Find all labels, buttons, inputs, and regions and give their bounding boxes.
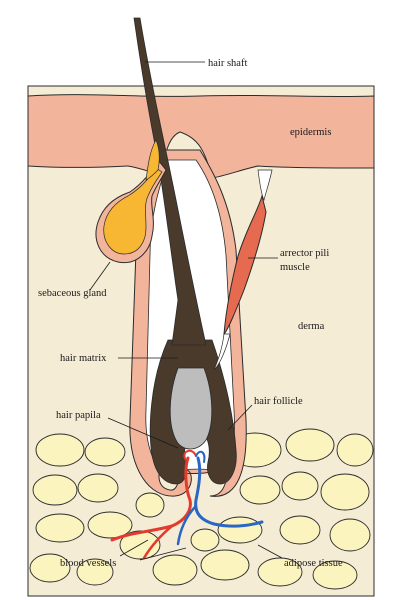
fat-cell [35, 433, 85, 467]
fat-cell [281, 471, 319, 501]
vein [194, 456, 264, 528]
leader-hair-papila [107, 417, 179, 449]
label-blood-vessels: blood vessels [60, 558, 116, 569]
blood-vessels [110, 449, 264, 560]
fat-cell [257, 557, 303, 587]
label-arrector-pili-line2: muscle [280, 262, 310, 273]
label-leaders [89, 61, 283, 561]
hair-papilla [169, 367, 213, 450]
artery [110, 456, 192, 542]
artery-branch [142, 524, 174, 560]
label-hair-follicle: hair follicle [254, 396, 303, 407]
fat-cell [35, 513, 85, 543]
leader-hair-follicle [227, 404, 253, 431]
fat-cell [285, 428, 335, 462]
fat-cell [76, 558, 114, 586]
fat-cell [320, 473, 370, 511]
label-hair-matrix: hair matrix [60, 353, 107, 364]
fat-cell [84, 437, 126, 467]
label-arrector-pili: arrector pili [280, 248, 329, 259]
fat-cell [152, 554, 198, 586]
label-hair-shaft: hair shaft [208, 58, 247, 69]
fat-cell [29, 553, 71, 583]
fat-cell [312, 560, 358, 590]
leader-sebaceous-gland [89, 261, 111, 291]
label-sebaceous-gland: sebaceous gland [38, 288, 107, 299]
fat-cell [329, 518, 371, 552]
fat-cell [239, 475, 281, 505]
sebaceous-gland [95, 139, 167, 264]
fat-cell [190, 528, 220, 552]
adipose-tissue [29, 428, 374, 590]
fat-cell [87, 511, 133, 539]
fat-cell [336, 433, 374, 467]
label-hair-papila: hair papila [56, 410, 101, 421]
vein-branch [176, 504, 198, 546]
artery-loop [183, 449, 197, 461]
label-epidermis: epidermis [290, 127, 331, 138]
fat-cell [217, 516, 263, 544]
label-adipose-tissue: adipose tissue [284, 558, 343, 569]
epidermis-layer [27, 94, 375, 179]
fat-cell [77, 473, 119, 503]
fat-cell [135, 492, 165, 518]
fat-cell [32, 474, 78, 506]
fat-cell [279, 515, 321, 545]
arrector-pili-lower [213, 333, 231, 371]
label-derma: derma [298, 321, 325, 332]
fat-cell [200, 549, 250, 581]
leader-adipose [257, 544, 283, 559]
vein-loop [195, 450, 206, 463]
arrector-pili-tendon [257, 169, 273, 202]
hair-shaft [133, 17, 207, 346]
leader-blood-vessels-a [119, 539, 149, 557]
leader-blood-vessels-b [139, 547, 187, 561]
